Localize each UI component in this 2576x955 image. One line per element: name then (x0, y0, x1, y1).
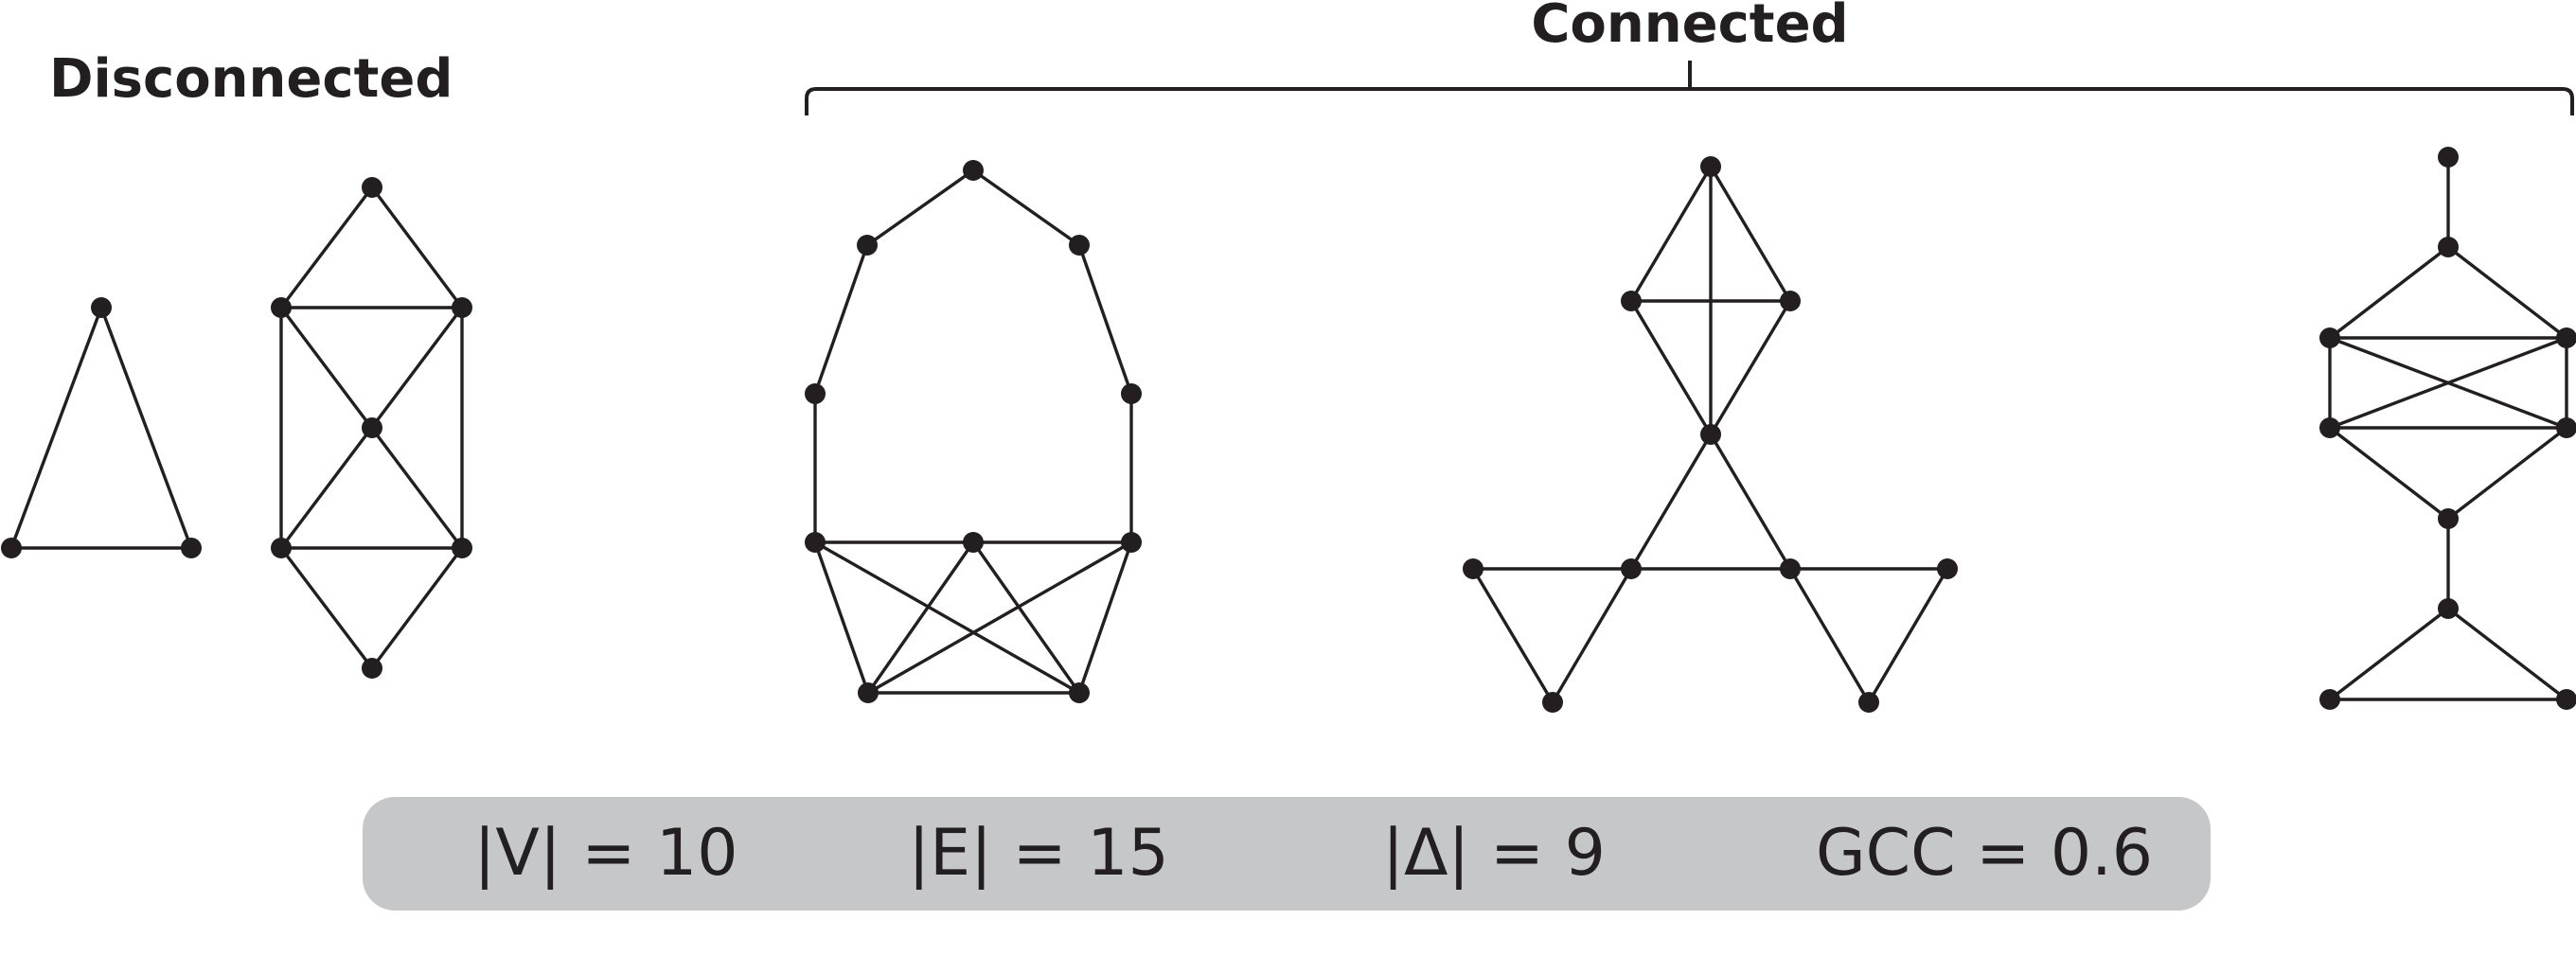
graph-node (1, 538, 22, 558)
graph-node (858, 682, 879, 703)
graph-node (1621, 558, 1642, 579)
graph-disconnected (1, 177, 472, 679)
graph-node (2438, 598, 2459, 619)
graph-node (1858, 692, 1879, 713)
graph-node (362, 658, 382, 679)
graph-node (362, 177, 382, 198)
graph-connected-tower (2319, 147, 2576, 710)
stats-bar (363, 797, 2211, 911)
graph-node (2438, 237, 2459, 257)
disconnected-heading: Disconnected (49, 48, 453, 110)
stat-edge-count: |E| = 15 (908, 816, 1169, 891)
graph-node (91, 297, 112, 318)
graph-node (805, 383, 826, 404)
graph-node (2556, 689, 2576, 710)
graph-node (1937, 558, 1958, 579)
graph-node (362, 417, 382, 438)
graph-node (963, 160, 984, 181)
graph-node (963, 532, 984, 553)
graph-node (1780, 291, 1801, 311)
graph-node (1621, 291, 1642, 311)
graph-node (452, 538, 472, 558)
graph-connected-star (1463, 156, 1958, 713)
graph-node (805, 532, 826, 553)
graph-node (1069, 682, 1090, 703)
graph-node (857, 235, 878, 256)
connected-heading: Connected (1531, 0, 1848, 55)
graph-node (271, 538, 292, 558)
graph-node (2556, 417, 2576, 438)
graph-node (1542, 692, 1563, 713)
graph-node (181, 538, 202, 558)
graph-node (2438, 147, 2459, 168)
graph-node (1700, 156, 1721, 177)
graph-node (2556, 327, 2576, 348)
graph-node (1121, 383, 1142, 404)
graph-node (1121, 532, 1142, 553)
graph-node (2319, 417, 2340, 438)
graph-connected-ring (805, 160, 1142, 703)
graph-node (1700, 424, 1721, 445)
graph-node (1463, 558, 1483, 579)
graph-node (452, 297, 472, 318)
stat-global-clustering: GCC = 0.6 (1816, 816, 2153, 891)
graph-node (2319, 689, 2340, 710)
stat-triangle-count: |Δ| = 9 (1382, 816, 1606, 891)
graph-node (2319, 327, 2340, 348)
graph-node (2438, 508, 2459, 529)
stat-vertex-count: |V| = 10 (473, 816, 737, 891)
graph-node (271, 297, 292, 318)
graph-node (1069, 235, 1090, 256)
graph-node (1780, 558, 1801, 579)
connected-bracket (805, 61, 2574, 115)
